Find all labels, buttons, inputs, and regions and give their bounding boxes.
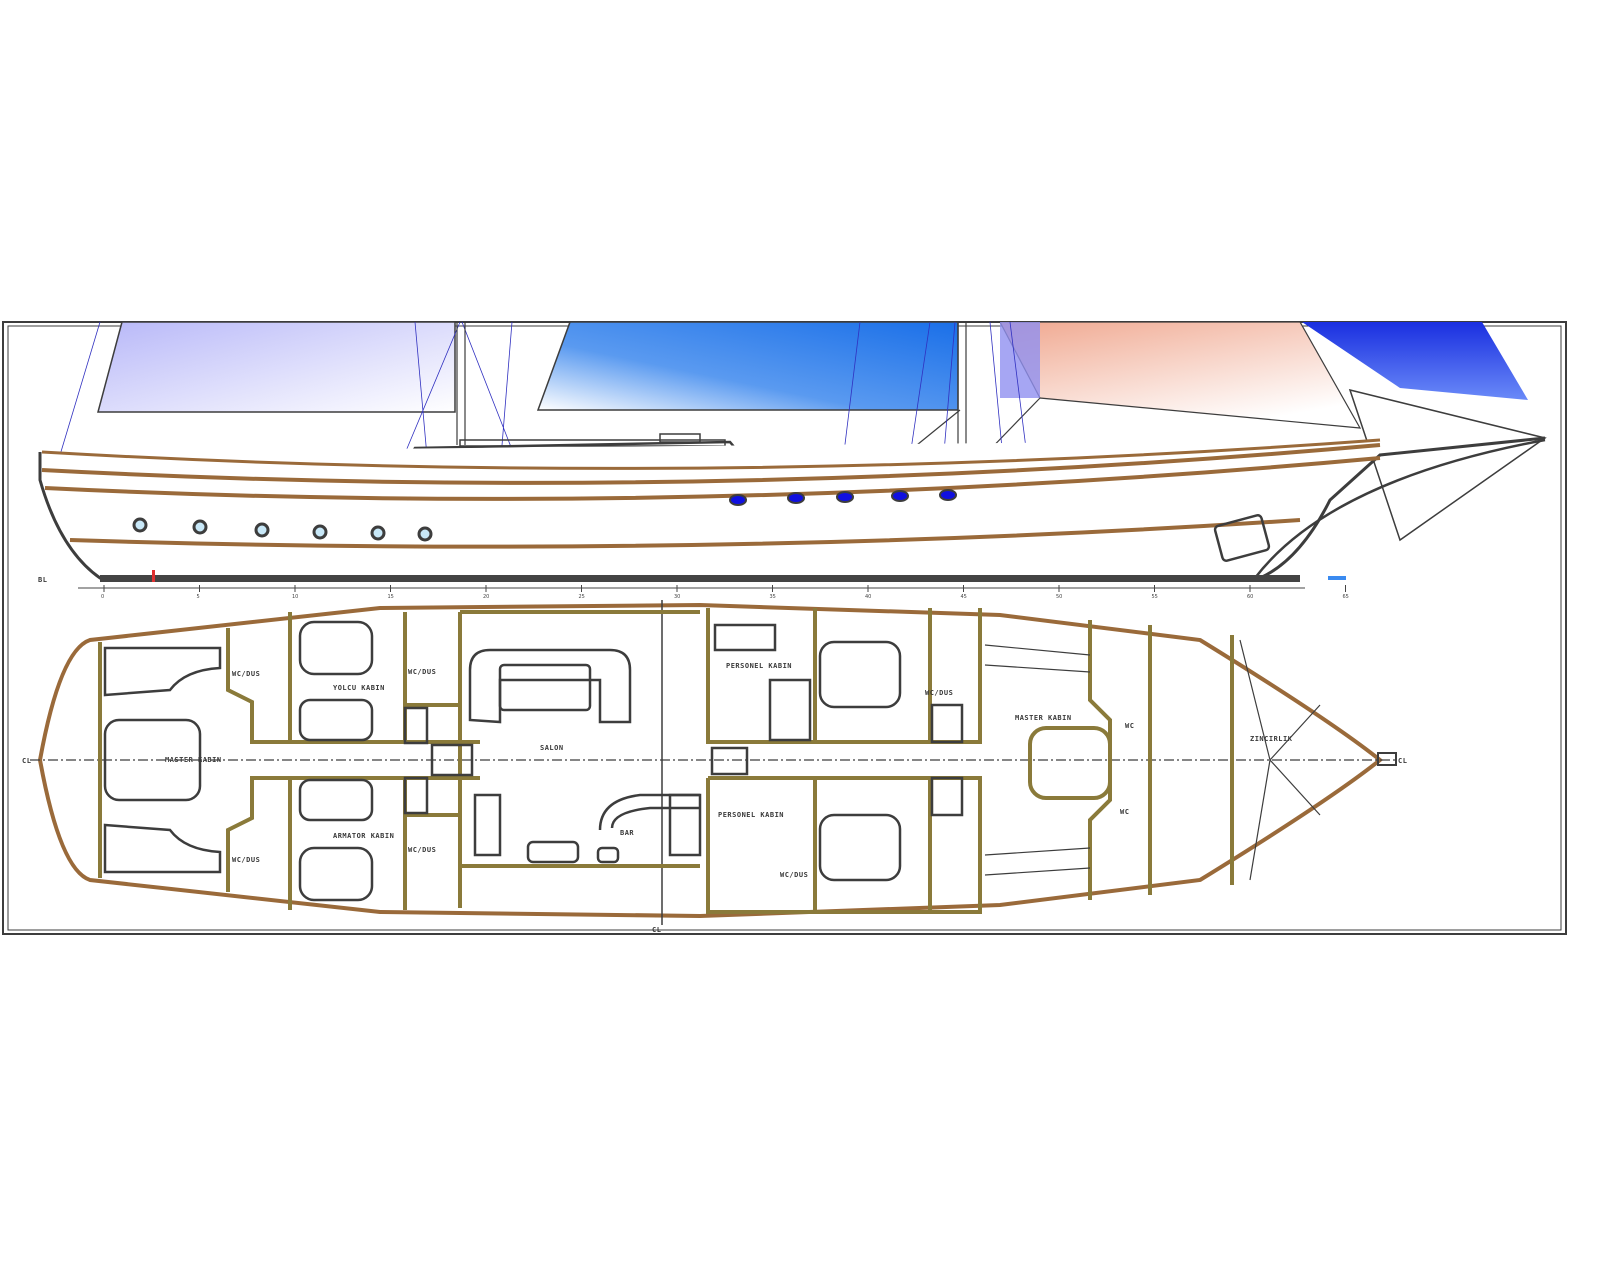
centerline-label: CL [1398, 757, 1407, 765]
room-label-wc-port: WC [1125, 722, 1134, 730]
hull-profile [38, 436, 1546, 580]
fore-staysail-blue [1000, 322, 1040, 398]
main-sail [536, 321, 959, 411]
room-label-wc-stbd: WC [1120, 808, 1129, 816]
wc-label: WC/DUS [780, 871, 808, 879]
room-label-master-aft: MASTER KABIN [165, 756, 222, 764]
fore-sail [999, 321, 1362, 429]
scale-tick-label: 0 [101, 594, 104, 600]
room-label-master-fwd: MASTER KABIN [1015, 714, 1072, 722]
wc-label: WC/DUS [232, 856, 260, 864]
room-label-crew-stbd: PERSONEL KABIN [718, 811, 784, 819]
scale-tick-label: 60 [1247, 594, 1253, 600]
scale-tick-label: 55 [1152, 594, 1158, 600]
scale-tick-label: 65 [1343, 594, 1349, 600]
wc-label: WC/DUS [232, 670, 260, 678]
room-label-crew-port: PERSONEL KABIN [726, 662, 792, 670]
scale-tick-label: 25 [579, 594, 585, 600]
centerline-label-aft: CL [22, 757, 31, 765]
scale-tick-label: 20 [483, 594, 489, 600]
scale-tick-label: 50 [1056, 594, 1062, 600]
scale-tick-label: 40 [865, 594, 871, 600]
wc-label: WC/DUS [408, 846, 436, 854]
room-label-bar: BAR [620, 829, 634, 837]
scale-tick-label: 30 [674, 594, 680, 600]
wc-label: WC/DUS [408, 668, 436, 676]
portholes [132, 517, 433, 542]
mizzen-sail [97, 321, 456, 413]
profile-view: BL 0 5 10 15 20 25 30 35 40 45 50 55 60 65 [38, 321, 1547, 600]
scale-tick-label: 15 [388, 594, 394, 600]
wc-label: WC/DUS [925, 689, 953, 697]
scale-tick-label: 10 [292, 594, 298, 600]
room-label-cabin-stbd: ARMATOR KABIN [333, 832, 394, 840]
room-label-salon: SALON [540, 744, 564, 752]
room-label-cabin-port: YOLCU KABIN [333, 684, 385, 692]
jib-sail [1302, 322, 1528, 400]
sails [59, 321, 1547, 542]
room-labels: MASTER KABIN YOLCU KABIN ARMATOR KABIN S… [165, 662, 1293, 879]
scale-tick-label: 45 [961, 594, 967, 600]
furniture [103, 620, 1321, 902]
baseline-label: BL [38, 576, 47, 584]
cabin-walls [98, 608, 1234, 914]
scale-ticks: 0 5 10 15 20 25 30 35 40 45 50 55 60 65 [101, 585, 1349, 600]
scale-tick-label: 5 [197, 594, 200, 600]
room-label-chain-locker: ZINCIRLIK [1250, 735, 1293, 743]
baseline-scale: BL 0 5 10 15 20 25 30 35 40 45 50 55 60 65 [38, 570, 1349, 600]
deck-plan: CL CL CL [22, 600, 1407, 934]
midship-mark: CL [652, 926, 661, 934]
scale-tick-label: 35 [770, 594, 776, 600]
hull-logo [1213, 514, 1271, 562]
